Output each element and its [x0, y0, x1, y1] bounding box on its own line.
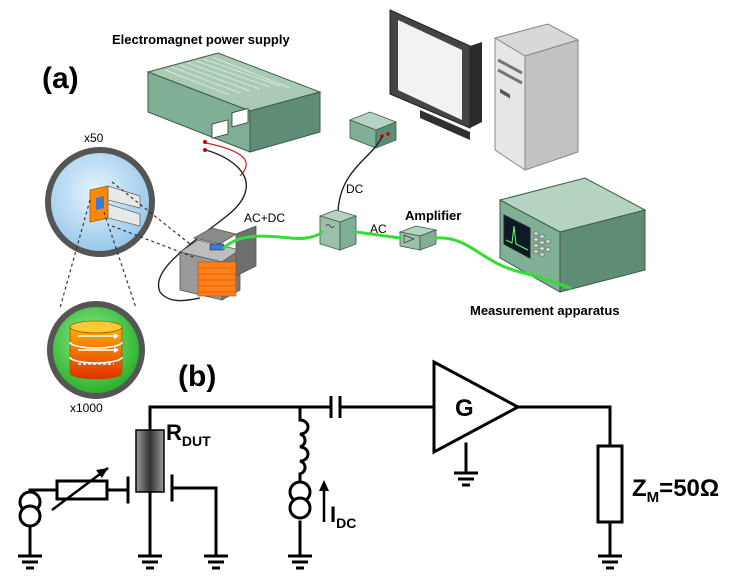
- zoom-lens-x1000: [47, 301, 145, 399]
- r-dut-main: R: [166, 420, 182, 445]
- amplifier-label: Amplifier: [405, 208, 461, 223]
- amplifier-unit: [398, 225, 438, 251]
- coil: [197, 261, 237, 297]
- ac-label: AC: [370, 222, 387, 236]
- ground-icon: [598, 554, 622, 570]
- meter-dial-left: [211, 119, 229, 139]
- gain-label: G: [455, 395, 474, 422]
- rf-cable: [222, 230, 572, 290]
- i-dc-main: I: [330, 502, 336, 527]
- i-dc-arrow: [319, 480, 329, 522]
- circuit-wires: [28, 405, 612, 557]
- computer-tower: [493, 23, 580, 171]
- zoom-label-x50: x50: [84, 131, 104, 145]
- r-dut-sub: DUT: [182, 433, 211, 449]
- zoom-lens-x50: [45, 147, 155, 257]
- bias-tee-unit: [318, 209, 358, 251]
- dut-resistor: [135, 429, 165, 493]
- dc-cable: [337, 136, 383, 213]
- panel-a: (a) Electromagnet power supply: [42, 9, 647, 415]
- ground-icon: [18, 554, 42, 570]
- supply-cable-red: [205, 142, 247, 177]
- amplifier-symbol: [432, 359, 522, 455]
- computer-monitor: [389, 9, 482, 140]
- ground-icon: [288, 554, 312, 570]
- coupling-capacitor: [329, 396, 342, 418]
- spectrum-analyzer: [498, 177, 647, 293]
- ground-symbols: [18, 471, 622, 570]
- z-m-value: =50Ω: [659, 475, 719, 502]
- measurement-label: Measurement apparatus: [470, 303, 620, 318]
- ground-icon: [454, 471, 478, 487]
- z-m-sub: M: [647, 489, 660, 506]
- variable-resistor: [51, 467, 109, 511]
- ground-icon: [204, 554, 228, 570]
- dc-label: DC: [346, 182, 364, 196]
- load-resistor: [596, 444, 624, 524]
- ground-icon: [138, 554, 162, 570]
- r-dut-label: RDUT: [166, 420, 211, 449]
- power-supply-unit: [146, 52, 322, 153]
- i-dc-label: IDC: [330, 502, 356, 531]
- dc-current-source: [288, 480, 312, 520]
- power-supply-label: Electromagnet power supply: [112, 32, 290, 47]
- bias-inductor: [299, 418, 310, 476]
- supply-cable-black: [157, 149, 248, 302]
- panel-a-label: (a): [42, 62, 79, 95]
- panel-b-label: (b): [178, 360, 216, 393]
- meter-dial-right: [231, 108, 249, 128]
- z-m-main: Z: [632, 475, 647, 502]
- projection-lines: [59, 181, 197, 309]
- ac-dc-label: AC+DC: [244, 211, 285, 225]
- bias-current-source: [18, 490, 42, 528]
- z-m-label: ZM=50Ω: [632, 475, 719, 506]
- dc-source-unit: [348, 111, 398, 149]
- panel-b: (b): [18, 359, 719, 570]
- i-dc-sub: DC: [336, 515, 356, 531]
- zoom-label-x1000: x1000: [70, 401, 103, 415]
